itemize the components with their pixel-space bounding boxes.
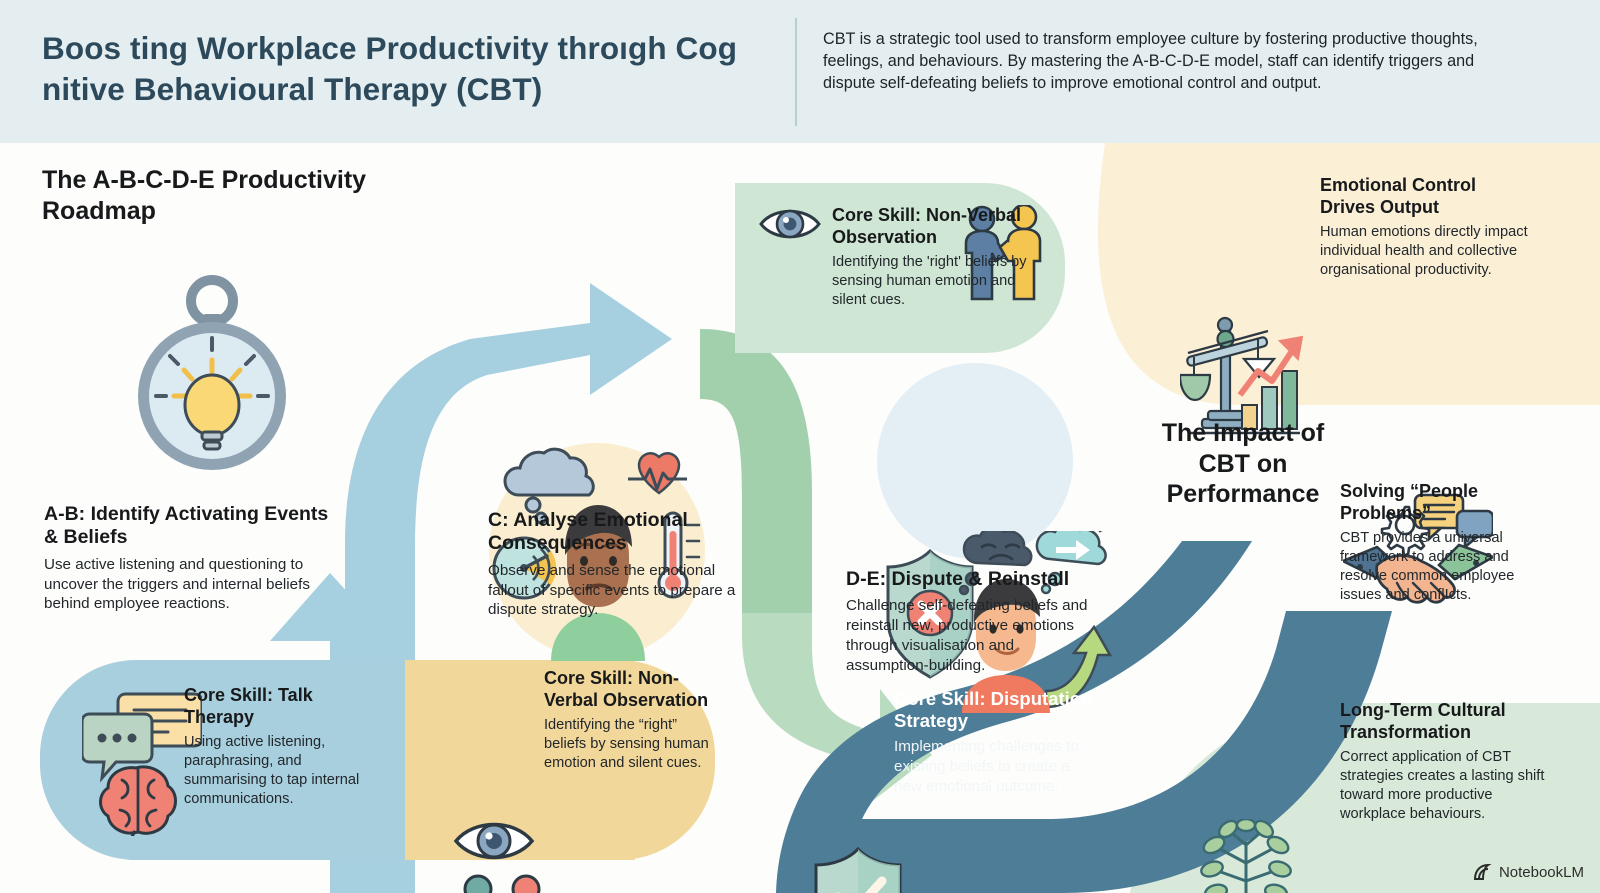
impact-heading: The Impact of CBT on Performance xyxy=(1161,419,1325,508)
step-c-body: Observe and sense the emotional fallout … xyxy=(488,561,736,619)
header-banner: Boos ting Workplace Productivity throıgh… xyxy=(0,0,1600,143)
skill-nonverbal-yellow-body: Identifying the “right” beliefs by sensi… xyxy=(544,717,709,772)
step-de-body: Challenge self-defeating beliefs and rei… xyxy=(846,597,1088,674)
shield-check-icon xyxy=(814,846,902,893)
skill-nonverbal-green-title: Core Skill: Non-Verbal Observation xyxy=(832,205,1022,247)
green-ribbon-arrow-solid xyxy=(700,329,812,613)
skill-talk-therapy-body: Using active listening, paraphrasing, an… xyxy=(184,734,360,808)
two-figures-icon xyxy=(964,205,1042,301)
balance-scale-growth-icon xyxy=(1180,316,1304,435)
talk-therapy-panel-fill xyxy=(160,660,405,860)
stopwatch-lightbulb-icon xyxy=(138,275,286,470)
step-ab: A-B: Identify Activating Events & Belief… xyxy=(44,503,344,614)
notebooklm-logo-icon xyxy=(1473,863,1492,880)
impact-cultural-title: Long-Term Cultural Transformation xyxy=(1340,700,1506,742)
notebooklm-watermark: NotebookLM xyxy=(1473,863,1584,881)
skill-nonverbal-green-body: Identifying the 'right' beliefs by sensi… xyxy=(832,254,1027,309)
impact-cultural-body: Correct application of CBT strategies cr… xyxy=(1340,749,1545,823)
infographic-canvas: The A-B-C-D-E Productivity Roadmap A-B: … xyxy=(0,143,1600,893)
nonverbal-green-fill xyxy=(735,183,915,353)
step-c-title: C: Analyse Emotional Consequences xyxy=(488,509,688,555)
impact-people-problems-body: CBT provides a universal framework to ad… xyxy=(1340,530,1515,604)
step-c: C: Analyse Emotional Consequences Observ… xyxy=(488,509,750,620)
impact-cultural: Long-Term Cultural Transformation Correc… xyxy=(1340,700,1545,824)
skill-disputation-title: Core Skill: Disputation Strategy xyxy=(894,688,1093,732)
step-de-title: D-E: Dispute & Reinstall xyxy=(846,568,1070,590)
eye-two-people-icon xyxy=(453,822,541,893)
skill-nonverbal-yellow-title: Core Skill: Non-Verbal Observation xyxy=(544,668,709,710)
tree-roots-icon xyxy=(1200,819,1292,893)
impact-emotional-control: Emotional Control Drives Output Human em… xyxy=(1320,175,1535,280)
skill-talk-therapy: Core Skill: Talk Therapy Using active li… xyxy=(184,685,384,809)
skill-nonverbal-yellow: Core Skill: Non-Verbal Observation Ident… xyxy=(544,668,722,773)
header-divider xyxy=(795,18,797,126)
impact-people-problems: Solving “People Problems” CBT provides a… xyxy=(1340,481,1540,605)
impact-emotional-control-body: Human emotions directly impact individua… xyxy=(1320,224,1528,279)
skill-talk-therapy-title: Core Skill: Talk Therapy xyxy=(184,685,313,727)
nonverbal-yellow-fill xyxy=(405,660,635,860)
eye-icon xyxy=(759,209,821,239)
page-title: Boos ting Workplace Productivity throıgh… xyxy=(42,30,738,107)
step-ab-body: Use active listening and questioning to … xyxy=(44,555,310,613)
handshake-gear-chat-icon xyxy=(1343,493,1493,604)
roadmap-heading: The A-B-C-D-E Productivity Roadmap xyxy=(42,166,367,225)
de-illustration-bg xyxy=(877,363,1073,559)
skill-disputation-body: Implementing challenges to existing beli… xyxy=(894,738,1079,795)
step-ab-title: A-B: Identify Activating Events & Belief… xyxy=(44,503,329,549)
speech-bubbles-brain-icon xyxy=(82,692,202,836)
notebooklm-label: NotebookLM xyxy=(1498,863,1584,881)
emotional-consequences-illustration xyxy=(492,447,701,661)
skill-nonverbal-green: Core Skill: Non-Verbal Observation Ident… xyxy=(832,205,1034,310)
skill-disputation: Core Skill: Disputation Strategy Impleme… xyxy=(894,688,1100,797)
step-de: D-E: Dispute & Reinstall Challenge self-… xyxy=(846,568,1094,675)
dispute-reinstall-illustration xyxy=(886,531,1113,713)
impact-people-problems-title: Solving “People Problems” xyxy=(1340,481,1479,523)
impact-emotional-control-title: Emotional Control Drives Output xyxy=(1320,175,1476,217)
header-summary: CBT is a strategic tool used to transfor… xyxy=(823,30,1478,93)
